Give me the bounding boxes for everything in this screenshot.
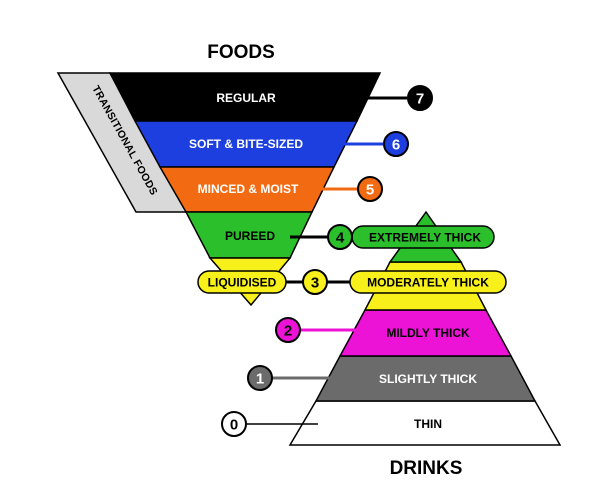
drinks-level-0-label: THIN [414, 417, 442, 431]
level-2-badge [275, 317, 301, 343]
drinks-title: DRINKS [390, 458, 463, 479]
drinks-level-1-label: SLIGHTLY THICK [379, 372, 477, 386]
foods-level-4-label: PUREED [225, 229, 275, 243]
foods-level-5-label: MINCED & MOIST [198, 182, 299, 196]
level-1-number: 1 [256, 371, 264, 388]
drinks-level-2-label: MILDLY THICK [386, 326, 470, 340]
level-4-badge [327, 224, 353, 250]
level-6-number: 6 [392, 137, 400, 154]
drinks-level-4-label: EXTREMELY THICK [369, 231, 481, 245]
drinks-level-3-label: MODERATELY THICK [367, 276, 489, 290]
drinks-level-3-pill [349, 270, 507, 294]
level-3-badge [302, 269, 328, 295]
foods-title: FOODS [207, 42, 275, 63]
level-0-badge [221, 411, 247, 437]
level-5-number: 5 [366, 182, 374, 199]
level-0-number: 0 [230, 417, 238, 434]
level-4-number: 4 [336, 230, 345, 247]
foods-level-3-label: LIQUIDISED [208, 276, 277, 290]
level-2-number: 2 [284, 323, 292, 340]
level-7-badge [407, 85, 433, 111]
level-6-badge [383, 131, 409, 157]
foods-level-6-label: SOFT & BITE-SIZED [189, 137, 303, 151]
level-1-badge [247, 365, 273, 391]
foods-level-7-label: REGULAR [216, 91, 276, 105]
level-7-number: 7 [416, 91, 424, 108]
foods-level-3-pill [197, 270, 287, 294]
level-5-badge [357, 176, 383, 202]
level-3-number: 3 [311, 275, 319, 292]
